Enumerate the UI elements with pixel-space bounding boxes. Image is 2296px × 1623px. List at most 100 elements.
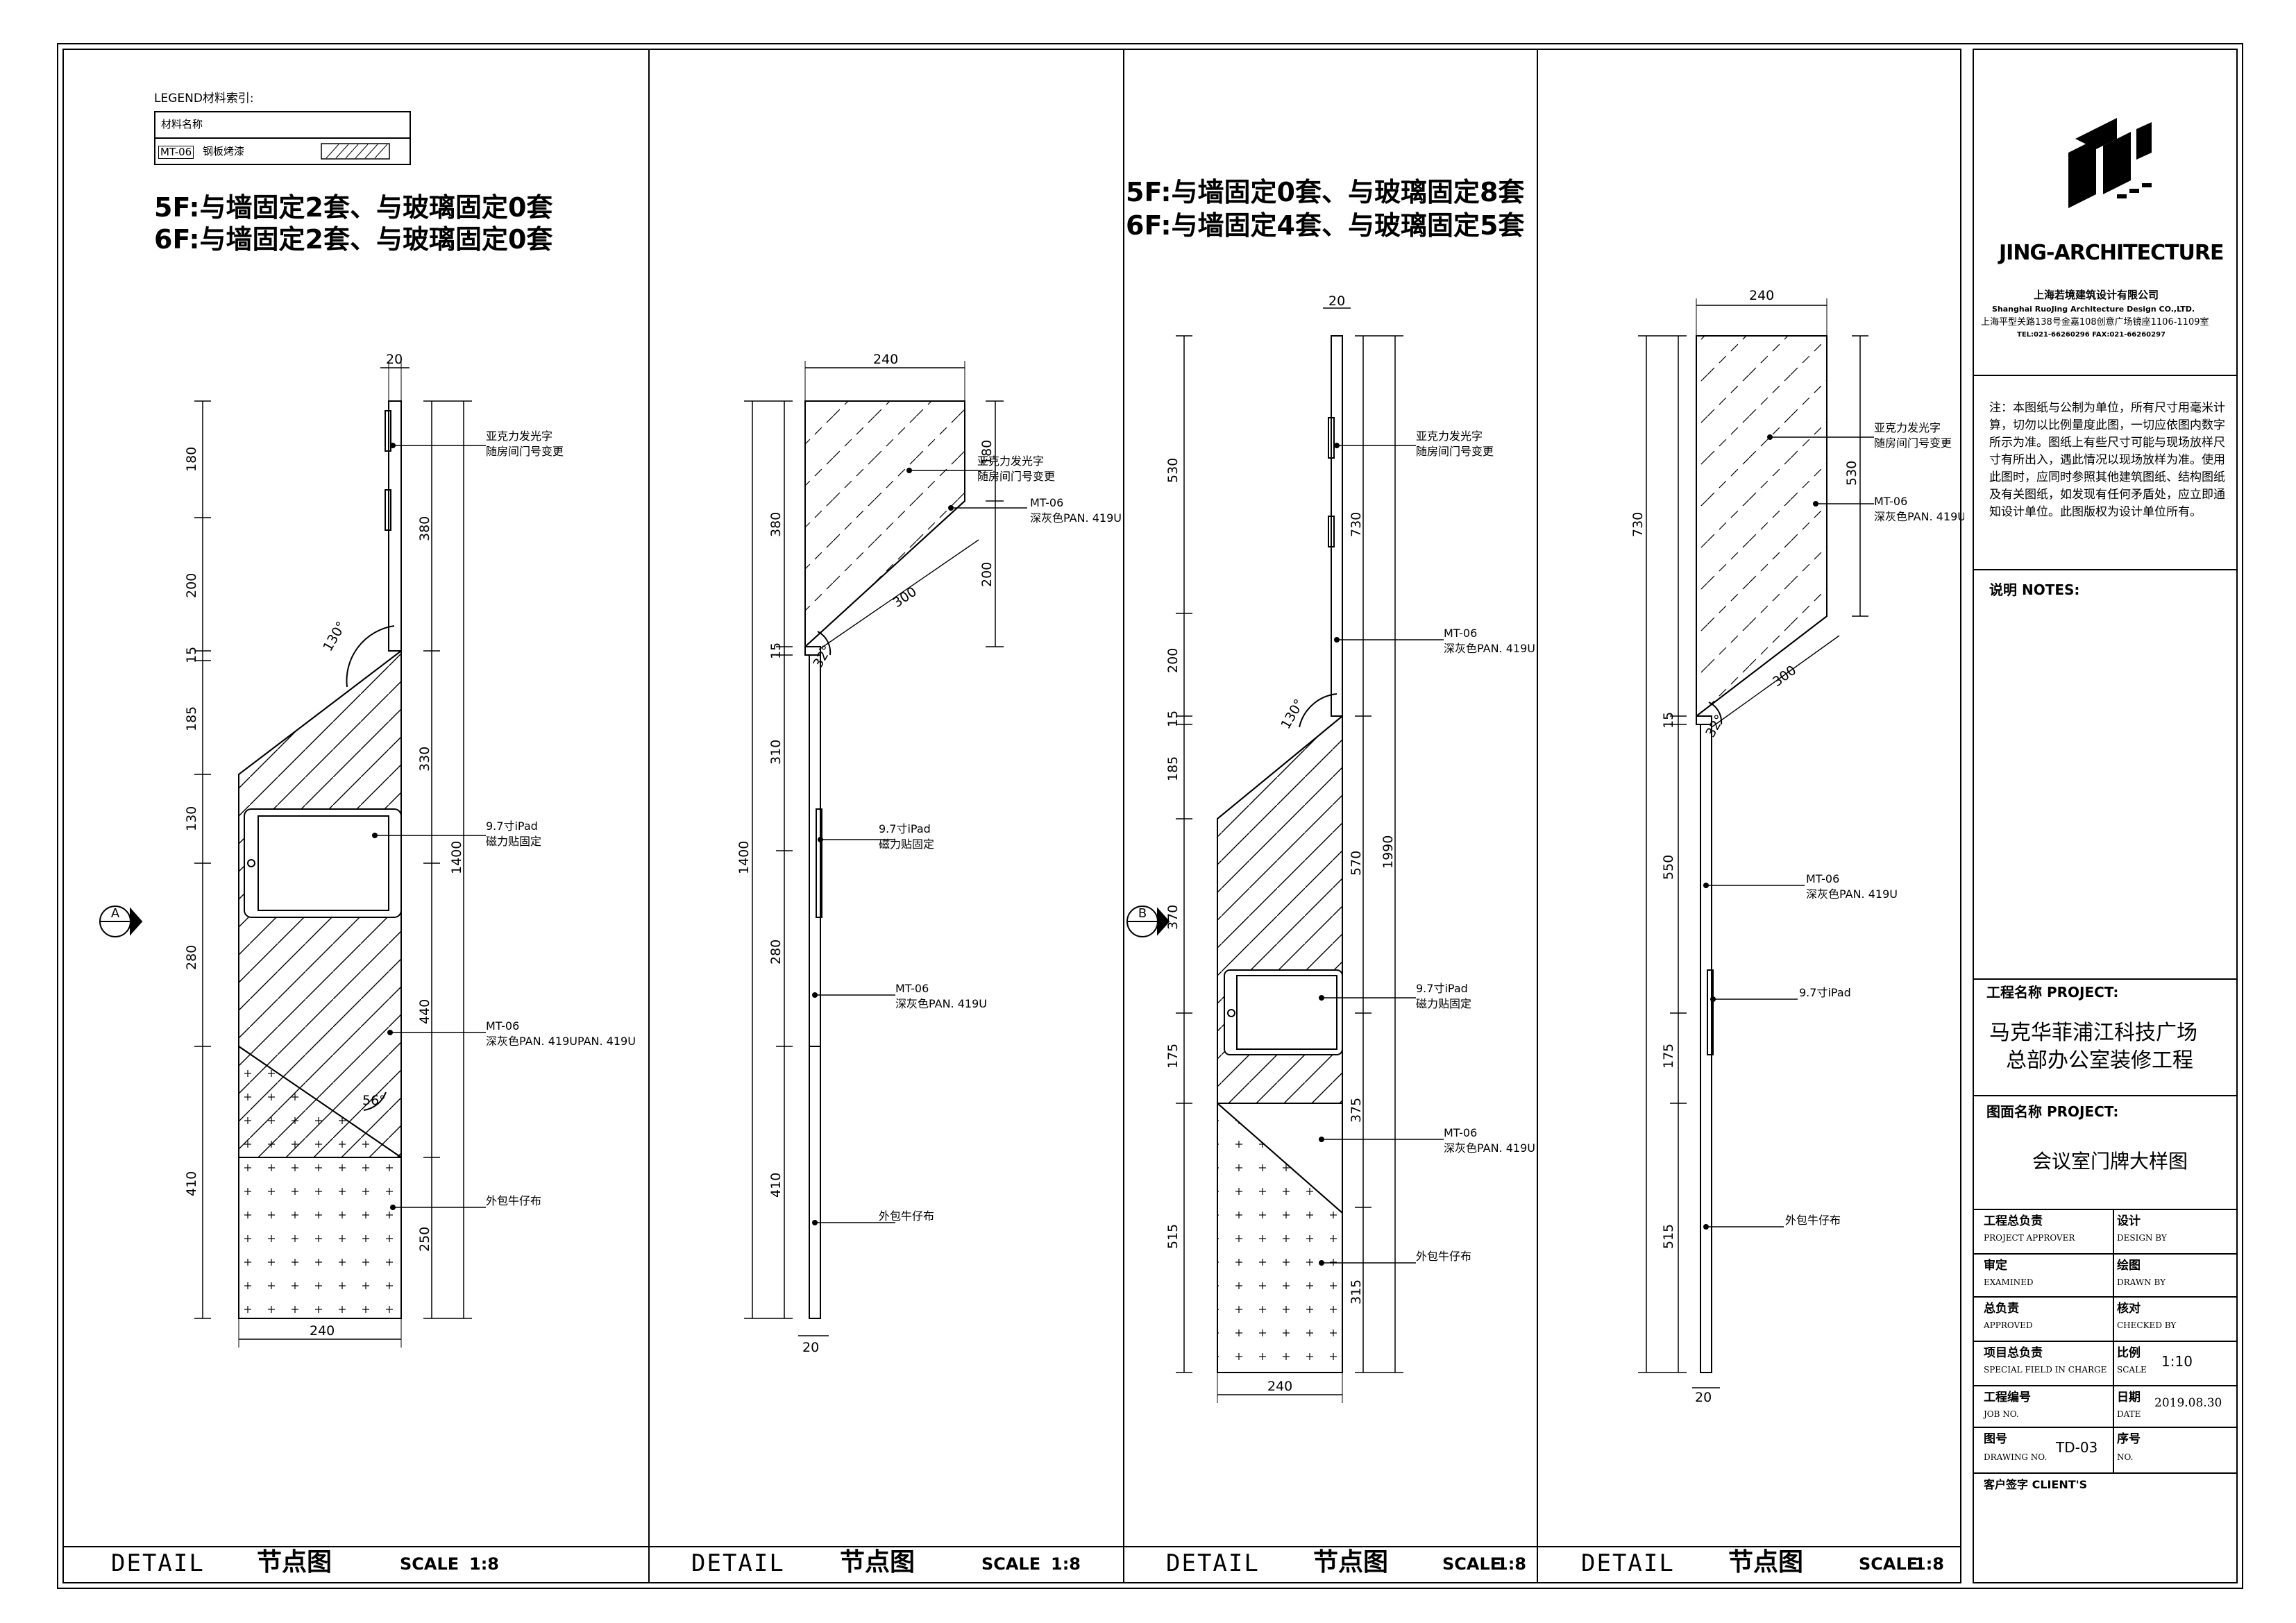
d4-callout-fabric: 外包牛仔布: [1785, 1214, 1841, 1227]
footer-3-scale: SCALE: [1442, 1554, 1502, 1574]
d4-callout-color-1: 深灰色PAN. 419U: [1874, 510, 1964, 523]
footer-3-cn: 节点图: [1313, 1548, 1389, 1577]
footer-4-detail: DETAIL: [1581, 1549, 1675, 1577]
d2-dim-15: 15: [768, 643, 784, 659]
footer-1-scale: SCALE: [400, 1554, 459, 1574]
section-marker-a-shape: [99, 906, 143, 937]
approver-en: PROJECT APPROVER: [1984, 1233, 2075, 1243]
notes-body: 注：本图纸与公制为单位，所有尺寸用毫米计算，切勿以比例量度此图，一切应依图内数字…: [1989, 401, 2225, 519]
d4-dim-300: 300: [1770, 663, 1799, 690]
drawing-name: 会议室门牌大样图: [2032, 1150, 2188, 1173]
design-cn: 设计: [2117, 1214, 2141, 1228]
job-en: JOB NO.: [1984, 1409, 2019, 1419]
company-address: 上海平型关路138号金嘉108创意广场镜座1106-1109室: [1981, 317, 2209, 328]
drawing-label: 图面名称 PROJECT:: [1986, 1103, 2119, 1120]
d3-callout-ipad-2: 磁力贴固定: [1416, 997, 1471, 1010]
d2-callout-mt-1: MT-06: [1030, 496, 1063, 509]
footer-4-cn: 节点图: [1728, 1548, 1804, 1577]
d1-dim-15: 15: [184, 647, 199, 663]
d2-callout-acrylic-1: 亚克力发光字: [977, 454, 1044, 468]
job-cn: 工程编号: [1984, 1391, 2031, 1404]
d3-dim-570: 570: [1349, 851, 1364, 876]
d3-dim-175: 175: [1165, 1044, 1181, 1069]
panel-divider-2: [1123, 49, 1124, 1583]
footer-2-scale-value: 1:8: [1051, 1554, 1081, 1574]
drawn-cn: 绘图: [2117, 1259, 2141, 1273]
special-en: SPECIAL FIELD IN CHARGE: [1984, 1365, 2107, 1375]
d3-dim-730: 730: [1349, 512, 1364, 537]
d3-angle-130: 130°: [1278, 697, 1307, 732]
d4-callout-color-2: 深灰色PAN. 419U: [1806, 887, 1898, 901]
sheet-frame: [57, 43, 2243, 1589]
footer-1-scale-value: 1:8: [469, 1554, 499, 1574]
drawn-en: DRAWN BY: [2117, 1277, 2166, 1287]
d4-callout-acrylic-1: 亚克力发光字: [1874, 421, 1941, 434]
d1-dim-280: 280: [184, 945, 199, 970]
left-note-line1: 5F:与墙固定2套、与玻璃固定0套: [154, 192, 553, 223]
d4-dim-530: 530: [1844, 461, 1859, 486]
d2-dim-300: 300: [890, 584, 919, 611]
tb-rule-4: [1973, 1095, 2238, 1096]
notes-label: 说明 NOTES:: [1989, 581, 2080, 598]
examined-cn: 审定: [1984, 1259, 2007, 1273]
d2-dim-410: 410: [768, 1173, 784, 1198]
tb-rule-5: [1973, 1209, 2238, 1210]
legend-table: 材料名称 MT-06 钢板烤漆: [154, 111, 411, 165]
d2-callout-mt-2: MT-06: [895, 982, 929, 995]
client-signature-label: 客户签字 CLIENT'S: [1984, 1478, 2088, 1491]
approver-cn: 工程总负责: [1984, 1214, 2043, 1228]
examined-en: EXAMINED: [1984, 1277, 2034, 1287]
d1-angle-130: 130°: [320, 619, 349, 654]
right-note-line2: 6F:与墙固定4套、与玻璃固定5套: [1126, 210, 1525, 241]
d4-callout-mt-2: MT-06: [1806, 872, 1839, 885]
footer-4-scale-value: 1:8: [1914, 1554, 1944, 1574]
scale-en: SCALE: [2117, 1365, 2147, 1375]
project-line2: 总部办公室装修工程: [2006, 1048, 2193, 1073]
d2-dim-1400: 1400: [736, 841, 752, 874]
d2-dim-240: 240: [873, 352, 898, 367]
d1-callout-ipad-1: 9.7寸iPad: [486, 819, 538, 833]
title-block-frame: [1973, 49, 2238, 1583]
footer-2-cn: 节点图: [840, 1548, 915, 1577]
d3-callout-acrylic-2: 随房间门号变更: [1416, 445, 1494, 458]
tb-rule-9: [1973, 1385, 2238, 1386]
drawing-area-frame: [62, 49, 1961, 1583]
d4-dim-515: 515: [1661, 1224, 1676, 1249]
right-note-line1: 5F:与墙固定0套、与玻璃固定8套: [1126, 177, 1525, 207]
tb-rule-1: [1973, 375, 2238, 376]
legend-title: LEGEND材料索引:: [154, 92, 254, 105]
tb-rule-8: [1973, 1341, 2238, 1342]
d3-callout-color-2: 深灰色PAN. 419U: [1444, 1141, 1535, 1155]
d3-callout-mt-2: MT-06: [1444, 1126, 1477, 1139]
checked-en: CHECKED BY: [2117, 1320, 2177, 1330]
legend-material: 钢板烤漆: [203, 145, 245, 158]
d4-dim-240: 240: [1749, 288, 1774, 303]
d4-callout-ipad: 9.7寸iPad: [1799, 986, 1851, 999]
tb-rule-10: [1973, 1427, 2238, 1428]
d3-dim-top-20: 20: [1328, 294, 1345, 309]
legend-header: 材料名称: [161, 118, 203, 130]
panel-divider-1: [648, 49, 650, 1583]
footer-1-detail: DETAIL: [111, 1549, 205, 1577]
footer-4-scale: SCALE: [1859, 1554, 1918, 1574]
d2-callout-acrylic-2: 随房间门号变更: [977, 470, 1055, 483]
brand-name: JING-ARCHITECTURE: [1999, 241, 2225, 265]
tb-rule-11: [1973, 1472, 2238, 1474]
project-label: 工程名称 PROJECT:: [1986, 984, 2119, 1001]
tb-rule-3: [1973, 978, 2238, 980]
d3-dim-185: 185: [1165, 756, 1181, 781]
detail-1-front: [194, 361, 486, 1348]
d3-callout-acrylic-1: 亚克力发光字: [1416, 430, 1483, 443]
d2-dim-280: 280: [768, 940, 784, 965]
left-note-line2: 6F:与墙固定2套、与玻璃固定0套: [154, 224, 553, 255]
footer-rule: [62, 1546, 1961, 1547]
section-marker-b-shape: [1126, 906, 1170, 937]
d1-dim-130: 130: [184, 806, 199, 831]
d3-dim-530: 530: [1165, 458, 1181, 483]
date-value: 2019.08.30: [2154, 1396, 2222, 1410]
d1-dim-200: 200: [184, 573, 199, 598]
d1-dim-180: 180: [184, 447, 199, 472]
detail-3-front: [1176, 307, 1444, 1403]
d4-dim-bottom-20: 20: [1695, 1390, 1712, 1405]
section-marker-b-letter: B: [1138, 906, 1147, 921]
